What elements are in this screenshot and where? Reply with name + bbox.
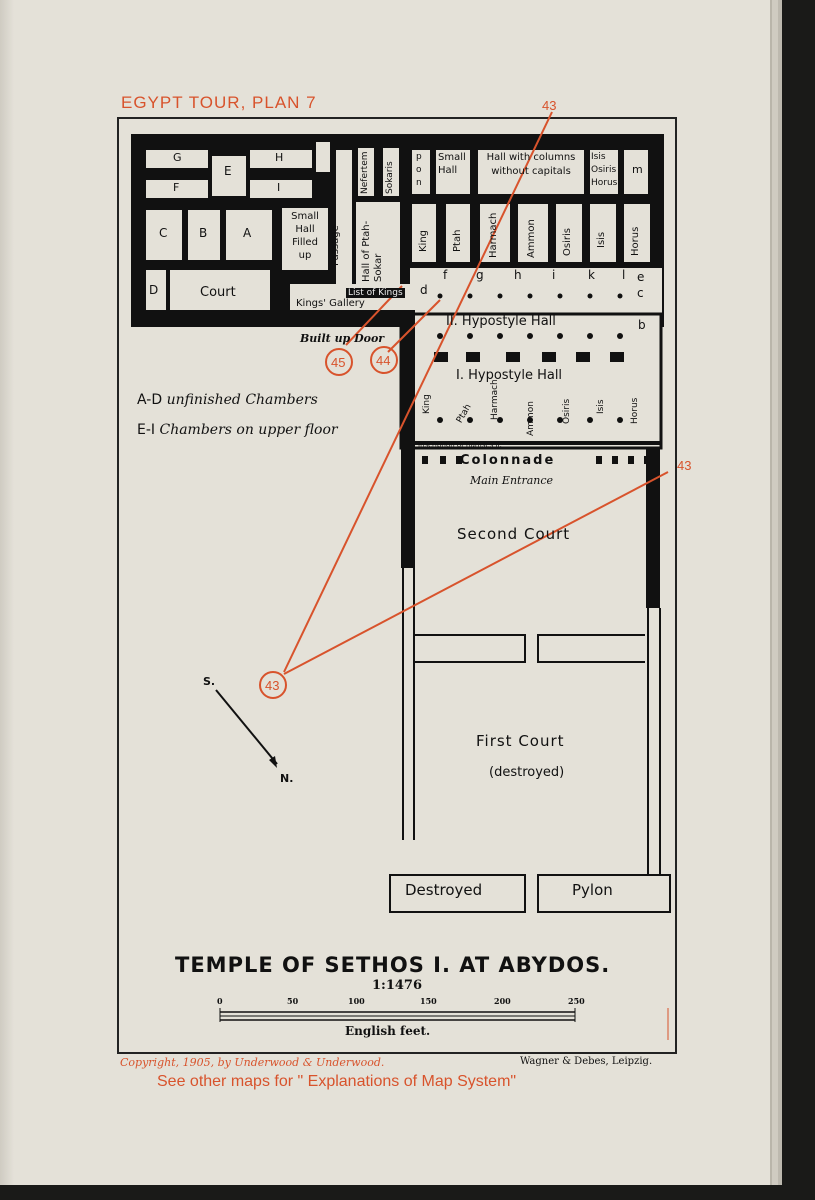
gallery-letter: d [420, 283, 428, 297]
second-court-label: Second Court [457, 525, 571, 543]
chapel-label: King [418, 229, 429, 252]
see-other-maps-text: See other maps for " Explanations of Map… [157, 1073, 517, 1090]
room-c-label: C [159, 226, 168, 240]
scale-tick: 100 [348, 996, 365, 1006]
chapel-label: Harmach [488, 212, 499, 258]
gallery-letter: l [622, 268, 626, 282]
room-m-label: m [632, 163, 643, 176]
plan-label: EGYPT TOUR, PLAN 7 [121, 93, 317, 112]
axis-label: Isis [596, 399, 606, 414]
room-e-label: E [224, 164, 232, 178]
small-hall-label: Small Hall [438, 152, 466, 176]
passage-label: Passage [330, 225, 341, 266]
gallery-letter: i [552, 268, 556, 282]
chapel-label: Isis [596, 231, 607, 248]
sokaris-label: Sokaris [385, 161, 395, 194]
compass-north-label: N. [280, 772, 294, 785]
room-b-label: B [199, 226, 208, 240]
hall-ptah-sokar-label: Hall of Ptah-Sokar [361, 220, 384, 282]
marker-44-circle[interactable]: 44 [376, 353, 391, 368]
scale-tick: 150 [420, 996, 437, 1006]
hypostyle-2-label: II. Hypostyle Hall [446, 314, 556, 329]
gallery-letter: c [637, 286, 644, 300]
hall-columns-label: Hall with columns without capitals [486, 152, 576, 177]
scale-tick: 0 [217, 996, 223, 1006]
legend-key: E-I [137, 422, 156, 438]
room-i-label: I [277, 181, 281, 194]
hypostyle-1-label: I. Hypostyle Hall [456, 368, 563, 383]
map-frame [117, 117, 677, 1054]
axis-label: Horus [630, 397, 640, 424]
nefertem-label: Nefertem [360, 151, 370, 194]
chapel-label: Ammon [526, 219, 537, 258]
marker-43-top[interactable]: 43 [542, 98, 557, 113]
main-entrance-label: Main Entrance [470, 474, 554, 487]
axis-label: Harmach [490, 379, 500, 420]
page-gutter [0, 0, 14, 1185]
legend-item: A-D unfinished Chambers [137, 392, 318, 408]
map-title: TEMPLE OF SETHOS I. AT ABYDOS. [175, 953, 611, 977]
map-scale: 1:1476 [372, 978, 423, 993]
isis-osiris-horus-label: Isis Osiris Horus [591, 152, 618, 188]
inscription-label: Inscription of Ramses II. [418, 441, 502, 449]
legend-text: unfinished Chambers [166, 392, 318, 408]
pylon-label: Pylon [572, 881, 613, 899]
copyright-text: Copyright, 1905, by Underwood & Underwoo… [120, 1056, 385, 1069]
marker-45-circle[interactable]: 45 [331, 355, 346, 370]
room-p-label: p [416, 152, 422, 162]
compass-arrow [215, 689, 278, 768]
room-h-label: H [275, 151, 284, 164]
legend-text: Chambers on upper floor [159, 422, 338, 438]
room-g-label: G [173, 151, 182, 164]
scale-tick: 200 [494, 996, 511, 1006]
room-o-label: o [416, 165, 422, 175]
gallery-letter: g [476, 268, 484, 282]
colonnade-label: Colonnade [460, 453, 556, 468]
built-up-door-label: Built up Door [300, 332, 385, 345]
axis-label: King [422, 394, 432, 414]
chapel-label: Horus [630, 226, 641, 256]
scale-tick: 250 [568, 996, 585, 1006]
destroyed-note-label: (destroyed) [489, 765, 565, 780]
gallery-letter: k [588, 268, 595, 282]
list-of-kings-label: List of Kings [346, 288, 405, 298]
scale-tick: 50 [287, 996, 299, 1006]
chapel-label: Osiris [562, 228, 573, 256]
small-hall-filled-label: Small Hall Filled up [291, 211, 319, 261]
publisher-text: Wagner & Debes, Leipzig. [520, 1056, 653, 1067]
chapel-label: Ptah [452, 229, 463, 252]
gallery-letter: e [637, 270, 645, 284]
column-rows [434, 293, 624, 423]
first-court-label: First Court [476, 732, 565, 750]
gallery-letter: b [638, 318, 646, 332]
marker-43-circle[interactable]: 43 [265, 678, 280, 693]
compass-south-label: S. [203, 675, 216, 688]
gallery-letter: h [514, 268, 522, 282]
destroyed-label: Destroyed [405, 881, 483, 899]
room-a-label: A [243, 226, 252, 240]
scale-unit-label: English feet. [345, 1024, 431, 1038]
court-label: Court [200, 285, 236, 300]
room-n-label: n [416, 178, 422, 188]
scale-bar [219, 1008, 669, 1040]
room-f-label: F [173, 181, 180, 194]
room-d-label: D [149, 283, 159, 297]
book-page: EGYPT TOUR, PLAN 7 [0, 0, 772, 1185]
rooms-pon-label: p o n [416, 151, 428, 190]
legend-item: E-I Chambers on upper floor [137, 422, 338, 438]
axis-label: Osiris [562, 398, 572, 424]
courts-outline [389, 448, 671, 913]
kings-gallery-label: Kings' Gallery [296, 298, 365, 309]
axis-label: Ammon [526, 401, 536, 436]
legend-key: A-D [137, 392, 163, 408]
marker-43-right[interactable]: 43 [677, 458, 692, 473]
gallery-letter: f [443, 268, 448, 282]
